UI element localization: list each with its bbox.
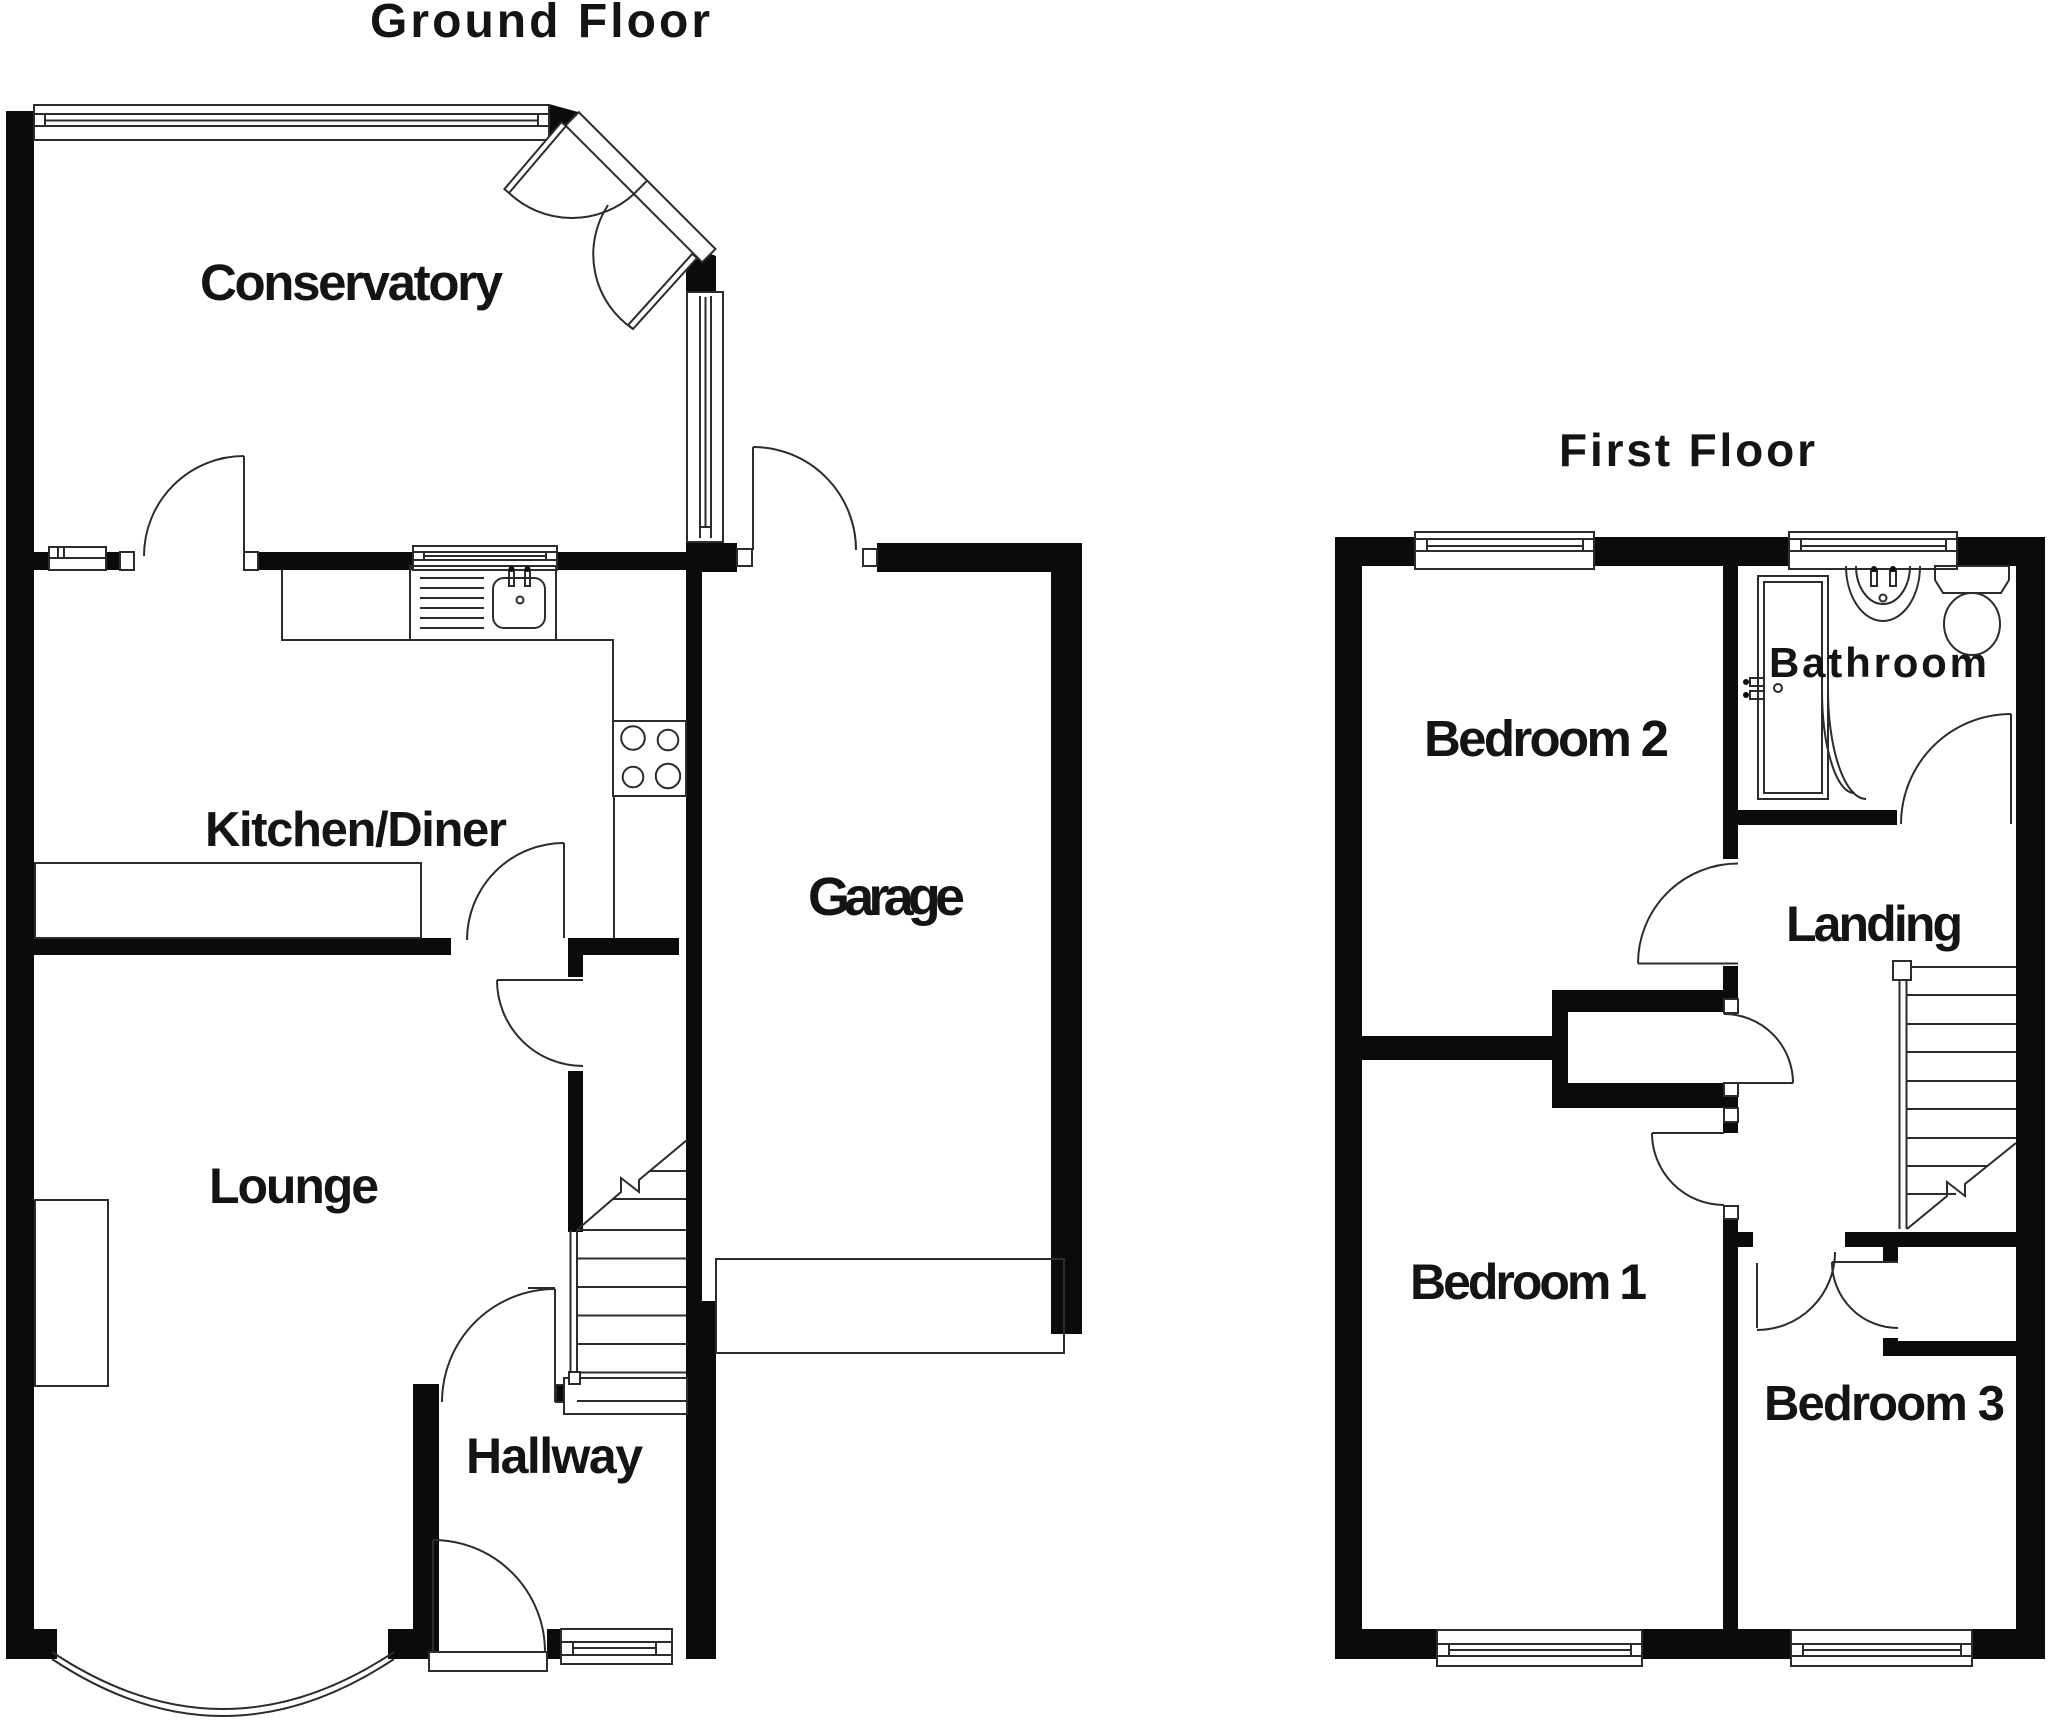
svg-text:Lounge: Lounge (209, 1158, 379, 1214)
svg-text:Conservatory: Conservatory (200, 254, 504, 311)
svg-text:Ground Floor: Ground Floor (370, 0, 710, 48)
svg-text:Bedroom 2: Bedroom 2 (1424, 710, 1669, 767)
svg-text:Garage: Garage (808, 867, 965, 927)
svg-text:Hallway: Hallway (466, 1428, 643, 1484)
svg-text:Bathroom: Bathroom (1769, 639, 1987, 686)
svg-text:Bedroom 1: Bedroom 1 (1410, 1254, 1647, 1310)
svg-text:Landing: Landing (1786, 896, 1963, 952)
svg-text:Bedroom 3: Bedroom 3 (1764, 1377, 2005, 1431)
svg-text:Kitchen/Diner: Kitchen/Diner (205, 803, 507, 857)
